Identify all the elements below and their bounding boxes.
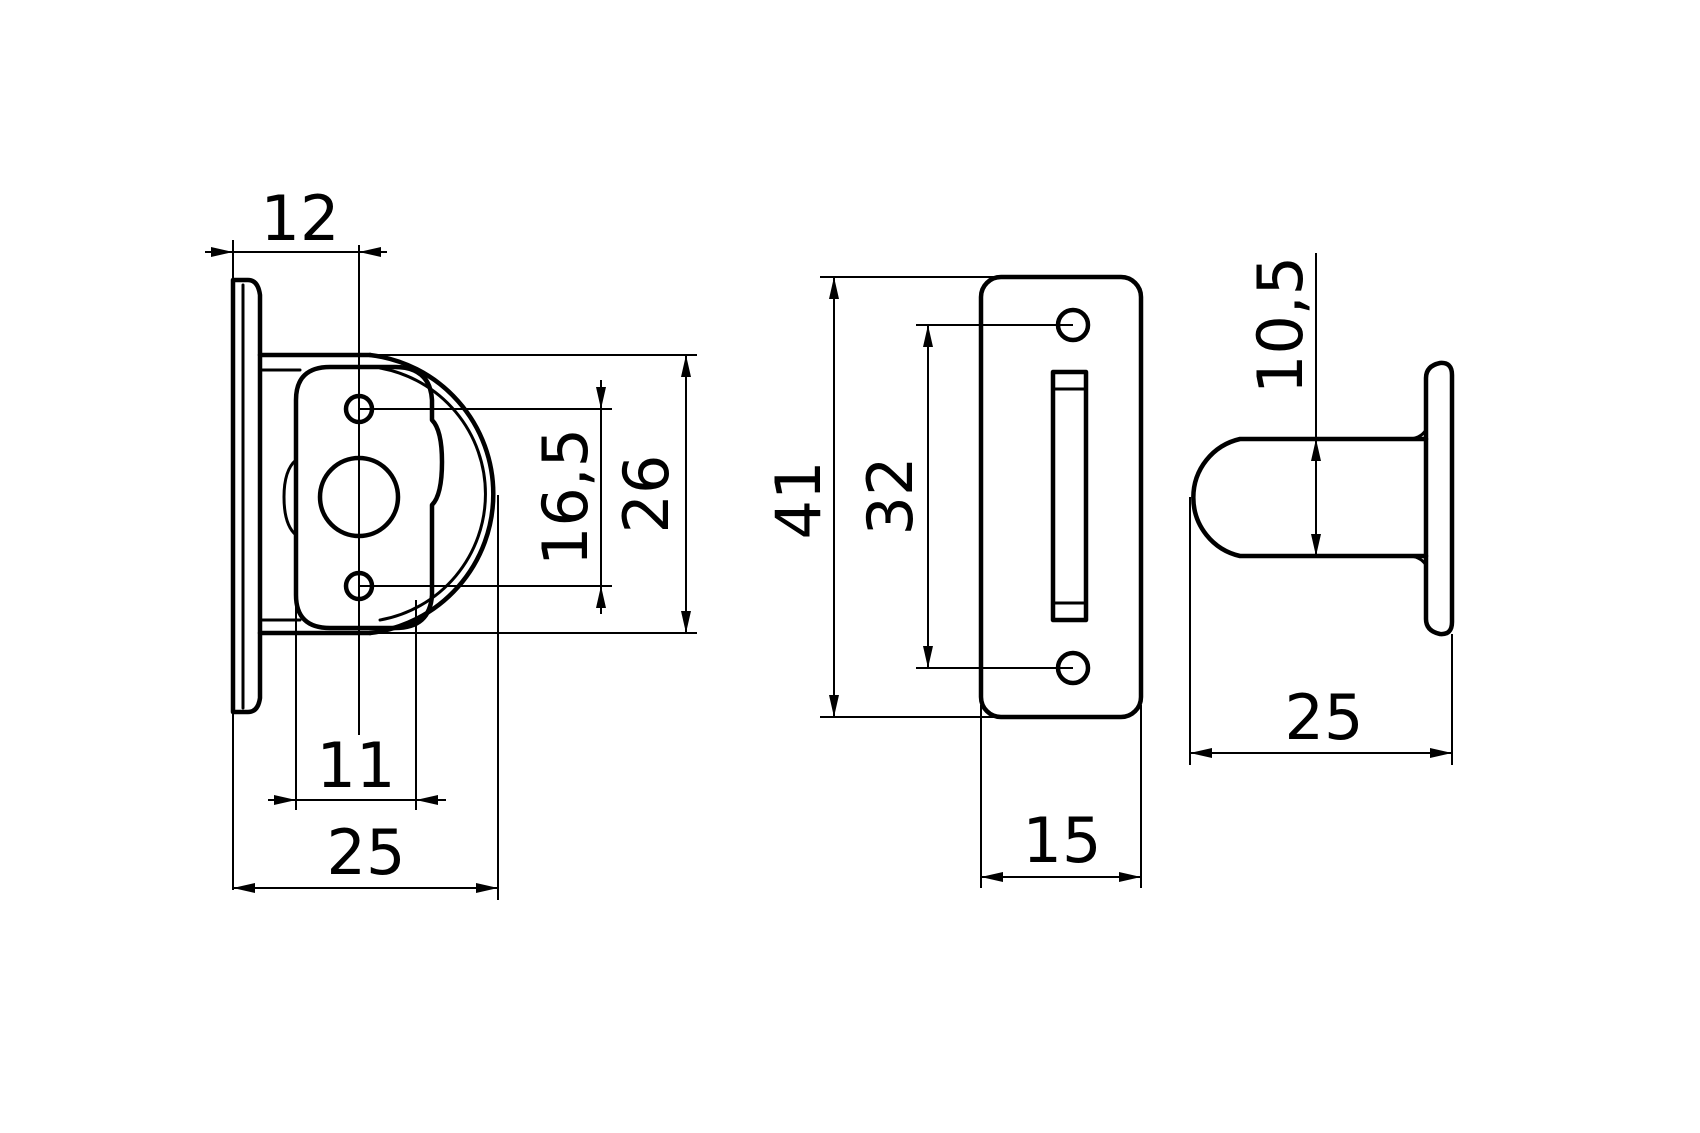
dim-12-label: 12 (261, 182, 340, 255)
side-bulge (282, 458, 298, 537)
dim-10-5-label: 10,5 (1244, 256, 1317, 394)
profile-fillet-bottom (1406, 554, 1428, 567)
front-dimensions: 41 32 15 (762, 276, 1142, 888)
dim-16-5-arrow-top (596, 387, 606, 409)
dim-11-arrow-left (274, 795, 296, 805)
profile-view (1191, 360, 1455, 637)
side-neck (257, 352, 373, 636)
dim-32-arrow-bottom (923, 646, 933, 668)
front-plate (978, 274, 1144, 720)
dim-25-right-arrow-right (1430, 748, 1452, 758)
dim-32-arrow-top (923, 325, 933, 347)
dim-41-arrow-top (829, 277, 839, 299)
profile-base-plate (1423, 360, 1455, 637)
dim-26-arrow-top (681, 355, 691, 377)
dim-15-label: 15 (1023, 804, 1102, 877)
dim-15-arrow-left (981, 872, 1003, 882)
dim-41-arrow-bottom (829, 695, 839, 717)
side-flange (293, 364, 445, 631)
dim-25-left-label: 25 (327, 816, 406, 889)
side-dimensions: 12 16,5 26 11 25 (205, 182, 697, 900)
dim-16-5-label: 16,5 (529, 428, 602, 566)
profile-stem (1191, 436, 1429, 559)
front-view (978, 274, 1144, 720)
dim-12-arrow-right (359, 247, 381, 257)
dim-10-5-arrow-bottom (1311, 534, 1321, 556)
dim-26-arrow-bottom (681, 611, 691, 633)
profile-fillet-top (1406, 428, 1428, 441)
side-neck-inner (258, 368, 302, 622)
dim-15-arrow-right (1119, 872, 1141, 882)
front-slot (1050, 369, 1089, 623)
side-view (230, 245, 496, 735)
dim-41-label: 41 (762, 461, 835, 540)
dim-25-left-arrow-right (476, 883, 498, 893)
profile-dimensions: 10,5 25 (1189, 253, 1453, 765)
dim-25-right-arrow-left (1190, 748, 1212, 758)
dim-16-5-arrow-bottom (596, 586, 606, 608)
dim-12-arrow-left (211, 247, 233, 257)
dim-25-left-arrow-left (233, 883, 255, 893)
dim-11-arrow-right (416, 795, 438, 805)
side-base-plate (230, 277, 263, 715)
dim-25-right-label: 25 (1285, 681, 1364, 754)
dim-32-label: 32 (854, 457, 927, 536)
dim-11-label: 11 (317, 729, 396, 802)
dim-26-label: 26 (610, 455, 683, 534)
dim-10-5-arrow-top (1311, 439, 1321, 461)
